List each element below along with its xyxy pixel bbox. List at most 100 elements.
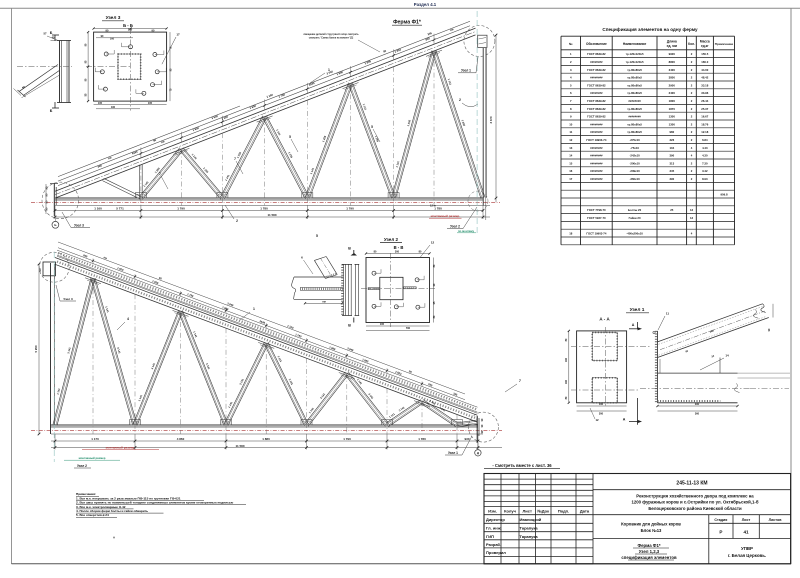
svg-text:№Док: №Док	[537, 508, 549, 513]
svg-text:3 640: 3 640	[211, 114, 219, 120]
svg-text:1200 фуражных коров и с.Острий: 1200 фуражных коров и с.Острийки по ул. …	[632, 500, 759, 505]
svg-text:345: 345	[669, 169, 674, 173]
svg-text:2: 2	[236, 219, 238, 223]
svg-text:2: 2	[691, 83, 693, 87]
svg-text:1 141: 1 141	[447, 78, 453, 86]
svg-text:1 780: 1 780	[260, 207, 268, 211]
svg-text:-270х10: -270х10	[629, 138, 640, 142]
svg-text:345: 345	[453, 391, 459, 396]
svg-text:тр.80х80х5: тр.80х80х5	[627, 68, 642, 72]
svg-text:спецификация элементов: спецификация элементов	[621, 555, 677, 560]
svg-text:-242х10: -242х10	[629, 154, 640, 158]
svg-text:1 141: 1 141	[224, 173, 231, 181]
svg-text:4: 4	[691, 154, 693, 158]
svg-text:11 580: 11 580	[235, 444, 244, 448]
svg-text:тр.80х80х5: тр.80х80х5	[627, 107, 642, 111]
svg-text:11 580: 11 580	[267, 213, 276, 217]
svg-text:ГОСТ 8639-82: ГОСТ 8639-82	[587, 83, 606, 87]
svg-text:90: 90	[481, 418, 484, 421]
svg-text:3 141: 3 141	[66, 346, 72, 354]
svg-text:18.76: 18.76	[701, 122, 708, 126]
svg-text:тр.80х80х5: тр.80х80х5	[627, 122, 642, 126]
svg-text:Узел 1: Узел 1	[448, 451, 458, 455]
svg-text:########: ########	[628, 115, 641, 119]
svg-text:Узел 3: Узел 3	[106, 15, 121, 21]
svg-text:4.30: 4.30	[702, 154, 708, 158]
svg-text:70: 70	[170, 46, 173, 49]
svg-text:Узел 3: Узел 3	[63, 297, 73, 301]
svg-text:26.44: 26.44	[701, 99, 708, 103]
svg-text:тр.80х80х5: тр.80х80х5	[627, 83, 642, 87]
svg-text:1: 1	[328, 68, 330, 72]
svg-text:4: 4	[570, 76, 572, 80]
svg-text:5: 5	[570, 83, 572, 87]
svg-text:90: 90	[152, 29, 155, 33]
svg-text:5 250: 5 250	[34, 345, 38, 352]
svg-text:313: 313	[669, 161, 674, 165]
svg-text:11: 11	[569, 130, 572, 134]
svg-text:Коровник для дойных коров: Коровник для дойных коров	[621, 521, 681, 526]
svg-text:3 640: 3 640	[347, 346, 355, 352]
svg-text:ГОСТ 8639-82: ГОСТ 8639-82	[587, 115, 606, 119]
svg-text:тр.120х120х5: тр.120х120х5	[626, 52, 644, 56]
svg-text:1 141: 1 141	[429, 399, 437, 406]
svg-text:1 255: 1 255	[461, 119, 467, 127]
svg-text:280: 280	[128, 28, 133, 32]
svg-text:1 255: 1 255	[236, 151, 243, 159]
svg-text:15: 15	[569, 161, 573, 165]
svg-text:1 141: 1 141	[142, 180, 150, 188]
svg-text:1 141: 1 141	[191, 153, 199, 161]
svg-text:Ферма Ф1*: Ферма Ф1*	[637, 543, 660, 548]
svg-text:2900: 2900	[669, 83, 676, 87]
svg-text:12.18: 12.18	[701, 130, 708, 134]
svg-text:1 141: 1 141	[395, 160, 401, 168]
svg-text:8800: 8800	[669, 60, 676, 64]
svg-text:ГОСТ 5927-70: ГОСТ 5927-70	[587, 216, 606, 220]
svg-text:5 771: 5 771	[116, 207, 124, 211]
svg-text:160.0: 160.0	[701, 60, 708, 64]
svg-text:40: 40	[52, 37, 55, 40]
svg-text:Д: Д	[477, 451, 480, 455]
svg-text:№: №	[569, 42, 573, 46]
svg-text:ГОСТ 8639-82: ГОСТ 8639-82	[587, 68, 606, 72]
svg-text:Б: Б	[50, 31, 53, 35]
svg-text:4: 4	[127, 317, 129, 321]
svg-text:13: 13	[690, 216, 694, 220]
svg-text:1 141: 1 141	[388, 412, 396, 419]
svg-text:Блок №13: Блок №13	[641, 528, 662, 533]
svg-text:2: 2	[691, 107, 693, 111]
svg-text:13: 13	[569, 146, 573, 150]
svg-text:17: 17	[176, 33, 180, 37]
svg-text:3 141: 3 141	[367, 392, 374, 400]
svg-text:13: 13	[690, 208, 694, 212]
svg-text:ГОСТ 7798-70: ГОСТ 7798-70	[587, 208, 606, 212]
svg-text:Гайки 20: Гайки 20	[629, 216, 641, 220]
svg-text:Проверил: Проверил	[486, 550, 506, 555]
svg-text:95: 95	[170, 68, 173, 71]
svg-text:2. Все швы принять по наименьш: 2. Все швы принять по наименьшей толщине…	[76, 501, 234, 505]
svg-text:ГОСТ 8639-82: ГОСТ 8639-82	[587, 99, 606, 103]
svg-text:3 640: 3 640	[326, 69, 334, 75]
svg-text:55: 55	[85, 93, 88, 96]
svg-text:Б: Б	[50, 109, 53, 113]
svg-text:10: 10	[569, 122, 573, 126]
svg-text:930: 930	[464, 437, 469, 441]
svg-text:90: 90	[101, 35, 104, 38]
svg-text:95: 95	[85, 60, 88, 63]
svg-text:90: 90	[45, 186, 49, 189]
svg-text:Узел 2: Узел 2	[450, 225, 460, 229]
svg-text:7: 7	[519, 379, 521, 383]
svg-text:1 800: 1 800	[329, 345, 337, 351]
svg-text:90: 90	[85, 78, 88, 81]
svg-text:Раздел 4.1: Раздел 4.1	[414, 2, 437, 7]
svg-text:160: 160	[599, 403, 604, 406]
svg-text:840: 840	[425, 36, 431, 42]
svg-text:1 790: 1 790	[278, 92, 286, 98]
svg-text:А: А	[623, 418, 626, 422]
svg-text:1 803: 1 803	[394, 47, 402, 53]
svg-text:90: 90	[85, 43, 88, 46]
svg-text:90: 90	[158, 276, 163, 281]
svg-text:монтажный размер: монтажный размер	[106, 446, 135, 450]
svg-text:Обозначение: Обозначение	[586, 42, 607, 46]
svg-text:1 141: 1 141	[275, 128, 282, 136]
